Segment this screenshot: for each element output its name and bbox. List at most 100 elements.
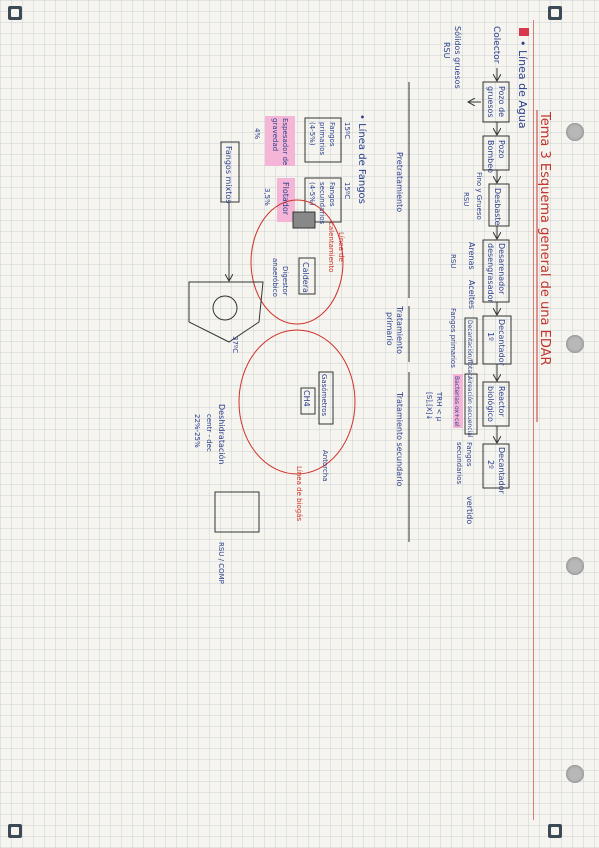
linea-biogas-label: Línea de biogás (295, 466, 303, 521)
primario-label-1: Tratamiento (395, 305, 404, 354)
gasometros-box (318, 371, 334, 425)
desarenador-box (482, 239, 510, 303)
pozo-gruesos-box (482, 81, 510, 123)
rsu-label-1: RSU (442, 42, 451, 59)
binder-hole (566, 335, 584, 353)
corner-marker (8, 824, 22, 838)
aceites-label: Aceites (467, 280, 476, 309)
flotador-pct: 3,5% (263, 188, 271, 206)
desbaste-label: Desbaste (493, 188, 502, 226)
pozo-bombeo-box (482, 135, 510, 171)
fangos-sec-label-3: (4-5%) (308, 182, 316, 206)
decantador-1-label-2: 1º (486, 332, 495, 341)
colector-label: Colector (491, 26, 501, 64)
binder-hole (566, 765, 584, 783)
decantador-2-label-2: 2º (486, 460, 495, 469)
fangos-mixtos-label: Fangos mixtos (224, 146, 233, 203)
pozo-bombeo-label-1: Pozo (497, 140, 506, 159)
ch4-label: CH4 (302, 390, 311, 407)
edar-diagram: Tema 3 Esquema general de una EDAR • Lín… (188, 26, 552, 584)
flotador-label: Flotador (281, 182, 290, 216)
deshidratacion-label: Deshidratación (217, 404, 227, 464)
rsu-label-2: RSU (462, 192, 470, 206)
desarenador-label-2: desengrasador (486, 243, 495, 303)
flotador-highlight (277, 178, 295, 222)
decantacion-box (464, 317, 478, 365)
sludge-line-heading: • Línea de Fangos (356, 114, 368, 204)
binder-hole (566, 557, 584, 575)
reactor-box (482, 381, 510, 427)
fangos-sec-wl-label-1: Fangos (465, 442, 473, 467)
espesador-label-2: gravedad (271, 118, 279, 151)
heat-exchanger (292, 211, 316, 229)
fangos-prim-label-3: (4-5%) (308, 122, 316, 146)
reactor-label-2: biológico (486, 386, 496, 422)
fangos-secundarios-box (304, 177, 342, 223)
espesador-label-1: Espesador de (281, 118, 289, 165)
fangos-sec-label-2: secundarios (318, 182, 326, 225)
digestor-temp: 37ºC (231, 336, 239, 353)
dehydration-box (214, 491, 260, 533)
fangos-prim-label-1: Fangos (328, 122, 336, 147)
arenas-label: Arenas (467, 242, 476, 270)
reactor-label-1: Reactor (497, 386, 506, 417)
digester-shape (188, 281, 264, 343)
espesador-highlight (265, 116, 295, 166)
corner-marker (548, 824, 562, 838)
decantador-2-label-1: Decantador (497, 447, 506, 494)
heating-loop-circle (250, 199, 344, 325)
corner-marker (548, 6, 562, 20)
trh-label: TRH < μ (435, 391, 443, 422)
decantacion-label: Decantación/flotac. (466, 320, 473, 378)
pct-label: 22%-25% (193, 414, 201, 448)
fangos-sec-label-1: Fangos (328, 182, 336, 207)
vertido-label: vertido (465, 496, 474, 524)
linea-calent-label-1: Línea de (337, 232, 345, 262)
page-title: Tema 3 Esquema general de una EDAR (537, 111, 552, 366)
aireacion-box (464, 373, 478, 435)
aireacion-label: Aireación secuencial (466, 376, 473, 438)
caldera-box (298, 257, 316, 295)
bacterias-label: Bacterias ox+cel (453, 376, 460, 427)
corner-marker (8, 6, 22, 20)
decantador-2-box (482, 443, 510, 489)
ch4-box (300, 387, 316, 415)
fangos-prim-label-2: primarios (318, 122, 326, 155)
desbaste-sub-label: Fino y Grueso (475, 172, 483, 220)
centr-label: centr - dec (205, 414, 213, 452)
digestor-label-1: Digestor (281, 266, 289, 296)
fangos-sec-wl-label-2: secundarios (455, 442, 463, 485)
espesador-pct: 4% (253, 128, 261, 139)
water-line-heading: • Línea de Agua (516, 40, 529, 129)
fangos-primarios-wl-label: Fangos primarios (449, 308, 457, 368)
trh-label-2: [S],[X]↓ (425, 392, 433, 420)
mixer-icon (212, 295, 238, 321)
primario-label-2: primario (385, 312, 394, 346)
rsu-comp-label: RSU / COMP (217, 542, 225, 584)
desarenador-label-1: Desarenador (497, 243, 506, 295)
diagram-canvas: Tema 3 Esquema general de una EDAR • Lín… (39, 22, 559, 822)
linea-calent-label-2: calentamiento (327, 222, 335, 272)
caldera-label: Caldera (301, 262, 310, 293)
pozo-bombeo-label-2: Bombeo (486, 140, 495, 173)
digestor-label-2: anaeróbico (271, 258, 279, 297)
temp-1-label: 15ºC (343, 122, 351, 139)
antorcha-label: Antorcha (321, 450, 329, 482)
margin-line (533, 20, 534, 820)
bacterias-highlight (453, 374, 463, 428)
rsu-label-3: RSU (449, 254, 457, 268)
pozo-gruesos-label-2: gruesos (486, 86, 495, 118)
biogas-loop-circle (238, 329, 356, 475)
fangos-primarios-box (304, 117, 342, 163)
desbaste-box (488, 183, 510, 227)
pozo-gruesos-label-1: Pozo de (497, 86, 506, 117)
decantador-1-label-1: Decantador (497, 319, 506, 366)
solidos-gruesos-label: Sólidos gruesos (453, 26, 463, 89)
secundario-label: Tratamiento secundario (395, 391, 404, 487)
temp-2-label: 15ºC (343, 182, 351, 199)
pretratamiento-label: Pretratamiento (395, 152, 404, 212)
fangos-mixtos-box (220, 141, 240, 203)
binder-hole (566, 123, 584, 141)
gasometros-label: Gasómetros (320, 374, 328, 417)
